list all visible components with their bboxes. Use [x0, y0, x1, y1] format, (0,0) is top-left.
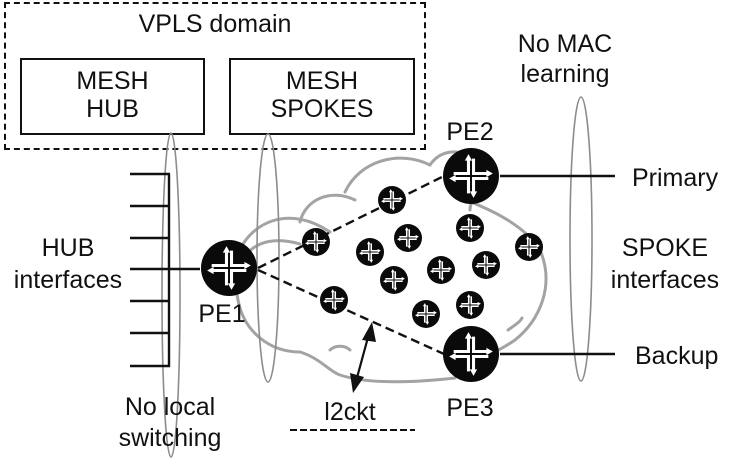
router-icon	[456, 291, 484, 319]
pe1-router-icon	[201, 240, 257, 296]
backup-label: Backup	[635, 342, 719, 370]
pe3-router	[443, 326, 499, 382]
hub-interfaces-comb	[130, 172, 200, 368]
router-icon	[302, 228, 330, 256]
no-local-switching-ellipse-spokes	[256, 133, 280, 383]
pseudowire-pe1-pe2	[257, 174, 445, 270]
pe1-router	[201, 240, 257, 296]
router-icon	[320, 286, 348, 314]
no-mac-learning-ellipse	[569, 96, 593, 382]
mesh-hub-label-line1: MESH	[76, 67, 149, 95]
router-icon	[427, 256, 455, 284]
core-router	[515, 233, 543, 261]
no-local-switching-ellipse-hub	[161, 132, 181, 458]
core-router	[320, 286, 348, 314]
pe2-label: PE2	[446, 118, 494, 146]
no-local-switching-label-line1: No local	[124, 393, 216, 421]
hub-interfaces-label-line1: HUB	[41, 234, 95, 262]
core-router	[456, 291, 484, 319]
router-icon	[378, 186, 406, 214]
core-router	[394, 224, 422, 252]
pseudowire-pe1-pe3	[257, 268, 445, 356]
spoke-interfaces-label-line2: interfaces	[610, 266, 720, 294]
core-router	[427, 256, 455, 284]
router-icon	[394, 224, 422, 252]
pe2-router-icon	[443, 148, 499, 204]
mesh-spokes-label-line2: SPOKES	[270, 95, 374, 123]
pe3-label: PE3	[446, 394, 494, 422]
vpls-domain-title: VPLS domain	[138, 10, 292, 38]
mesh-hub-label-line2: HUB	[86, 95, 139, 123]
spoke-interfaces-label-line1: SPOKE	[621, 234, 709, 262]
router-icon	[412, 300, 440, 328]
pe3-router-icon	[443, 326, 499, 382]
core-router	[412, 300, 440, 328]
l2ckt-pointer-arrow	[350, 322, 376, 393]
vpls-domain-boundary	[4, 2, 426, 150]
router-icon	[380, 266, 408, 294]
router-icon	[456, 214, 484, 242]
core-router	[380, 266, 408, 294]
core-router	[356, 238, 384, 266]
mesh-spokes-label-line1: MESH	[285, 67, 359, 95]
mesh-spokes-box: MESH SPOKES	[229, 58, 415, 135]
mesh-hub-box: MESH HUB	[20, 58, 205, 135]
l2ckt-legend-label: l2ckt	[324, 398, 376, 426]
router-icon	[515, 233, 543, 261]
pe2-router	[443, 148, 499, 204]
core-router	[472, 251, 500, 279]
no-local-switching-label-line2: switching	[118, 424, 222, 452]
router-icon	[472, 251, 500, 279]
no-mac-learning-label-line1: No MAC	[517, 30, 613, 58]
no-mac-learning-label-line2: learning	[520, 60, 610, 88]
core-router	[302, 228, 330, 256]
core-router	[378, 186, 406, 214]
core-router	[456, 214, 484, 242]
primary-label: Primary	[632, 164, 719, 192]
hub-interfaces-label-line2: interfaces	[13, 266, 123, 294]
router-icon	[356, 238, 384, 266]
pe1-label: PE1	[198, 300, 246, 328]
